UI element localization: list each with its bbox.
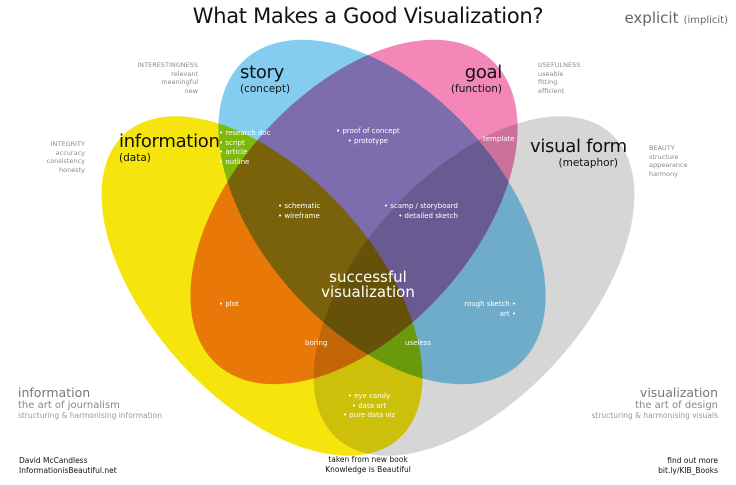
intersection-info-goal: • plot [219,300,239,310]
quality-item: harmony [649,169,678,178]
quality-usefulness: USEFULNESS useable fitting efficient [538,61,580,95]
intersection-item: • detailed sketch [398,211,458,220]
intersection-boring: boring [305,339,327,349]
find-out-more-label: find out more [667,456,718,465]
page-title: What Makes a Good Visualization? [192,4,544,28]
intersection-item: rough sketch • [464,300,516,308]
quality-item: honesty [59,165,85,174]
legend: explicit (implicit) [624,8,728,27]
quality-item: new [184,86,198,95]
quality-heading: USEFULNESS [538,61,581,69]
circle-subtitle: (concept) [240,83,291,95]
quality-heading: INTEGRITY [50,140,85,148]
quality-item: meaningful [161,78,198,86]
footer-right: visualization the art of design structur… [592,385,719,420]
intersection-info-story: • research doc • script • article • outl… [219,129,270,167]
footer-caption: structuring & harmonising visuals [591,411,719,420]
footer-heading: visualization [639,385,718,400]
circle-title: story [240,62,285,83]
quality-beauty: BEAUTY structure appearance harmony [649,144,688,178]
footer-subheading: the art of design [635,400,718,411]
intersection-item: template [483,135,515,143]
intersection-item: • plot [219,300,239,308]
successful-visualization: successful visualization [318,270,418,300]
story-label: story (concept) [240,64,290,96]
intersection-story-visual: rough sketch • art • [462,300,516,319]
intersection-item: • article [219,148,248,156]
quality-item: structure [649,152,679,161]
intersection-item: • data art [351,401,387,410]
intersection-item: • schematic [278,202,321,210]
circle-subtitle: (function) [450,83,502,95]
intersection-item: • outline [219,157,250,166]
quality-item: fitting [538,78,558,86]
intersection-item: • eye candy [347,392,391,400]
footer-left: information the art of journalism struct… [18,385,162,420]
credit-book: taken from new book Knowledge is Beautif… [318,455,418,475]
circle-title: goal [464,62,503,83]
credit-more: find out more bit.ly/KIB_Books [658,456,718,476]
intersection-item: • proof of concept [336,127,400,135]
quality-item: appearance [649,161,688,169]
quality-item: useable [538,69,564,78]
intersection-info-story-goal: • schematic • wireframe [278,202,320,221]
quality-item: accuracy [55,148,85,157]
footer-caption: structuring & harmonising information [18,411,163,420]
intersection-item: useless [405,339,431,347]
legend-implicit: (implicit) [683,15,728,26]
intersection-item: • scamp / storyboard [383,202,458,210]
footer-heading: information [18,385,91,400]
intersection-item: art • [499,309,516,318]
intersection-item: • research doc [219,129,271,137]
author-website-link[interactable]: InformationisBeautiful.net [19,466,117,475]
circle-subtitle: (metaphor) [558,157,619,169]
quality-interestingness: INTERESTINGNESS relevant meaningful new [120,61,198,95]
quality-heading: INTERESTINGNESS [137,61,198,69]
circle-title: visual form [530,136,627,157]
circle-subtitle: (data) [119,152,151,164]
intersection-info-visual: • eye candy • data art • pure data viz [336,392,402,421]
book-title: Knowledge is Beautiful [325,465,411,474]
intersection-item: • pure data viz [342,411,396,419]
intersection-item: • prototype [347,136,389,145]
information-label: information (data) [119,133,220,165]
quality-item: consistency [46,157,85,165]
goal-ellipse [190,39,518,385]
legend-explicit: explicit [624,9,679,27]
intersection-goal-visual: template [483,135,515,145]
intersection-story-goal: • proof of concept • prototype [336,127,400,146]
intersection-item: • script [219,138,245,147]
visual-form-label: visual form (metaphor) [530,136,627,170]
credit-author: David McCandless InformationisBeautiful.… [19,456,117,476]
goal-label: goal (function) [430,64,502,96]
circle-title: information [119,131,220,152]
book-caption: taken from new book [328,455,408,464]
quality-item: efficient [538,86,565,95]
intersection-story-goal-visual: • scamp / storyboard • detailed sketch [382,202,458,221]
footer-subheading: the art of journalism [18,400,120,411]
quality-integrity: INTEGRITY accuracy consistency honesty [20,140,85,174]
quality-item: relevant [171,69,198,78]
intersection-item: • wireframe [278,211,320,220]
center-line: visualization [321,283,415,301]
intersection-useless: useless [405,339,431,349]
center-line: successful [329,268,407,286]
intersection-item: boring [305,339,328,347]
author-name: David McCandless [19,456,88,465]
books-link[interactable]: bit.ly/KIB_Books [658,466,718,475]
quality-heading: BEAUTY [649,144,675,152]
